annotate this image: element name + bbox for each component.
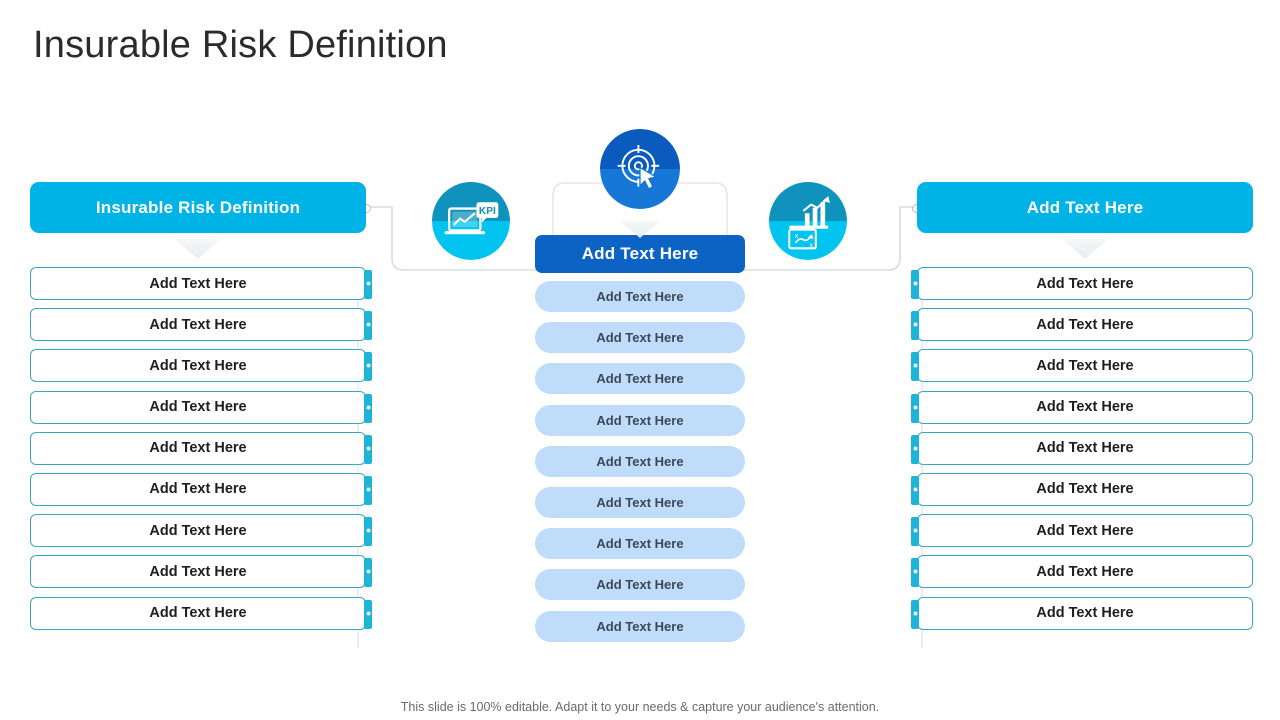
page-title: Insurable Risk Definition	[33, 24, 448, 66]
list-item-label: Add Text Here	[149, 316, 247, 333]
list-item-label: Add Text Here	[596, 289, 684, 304]
kpi-laptop-icon: KPI	[432, 182, 510, 260]
svg-text:x: x	[810, 243, 814, 250]
list-item-label: Add Text Here	[149, 481, 247, 498]
growth-strategy-icon: x x	[769, 182, 847, 260]
list-item[interactable]: Add Text Here	[911, 349, 1253, 383]
list-item-label: Add Text Here	[149, 563, 247, 580]
list-item[interactable]: Add Text Here	[535, 569, 745, 601]
list-item-label: Add Text Here	[149, 440, 247, 457]
list-item[interactable]: Add Text Here	[911, 308, 1253, 342]
list-item-label: Add Text Here	[1036, 522, 1134, 539]
item-connector-dot	[912, 281, 918, 286]
center-column-header[interactable]: Add Text Here	[535, 235, 745, 273]
list-item[interactable]: Add Text Here	[535, 486, 745, 518]
item-connector-dot	[912, 486, 918, 492]
list-item-label: Add Text Here	[149, 605, 247, 621]
list-item-label: Add Text Here	[1036, 316, 1134, 333]
item-connector-dot	[365, 404, 371, 410]
list-item-label: Add Text Here	[596, 453, 684, 469]
item-connector-dot	[365, 363, 371, 369]
list-item[interactable]: Add Text Here	[30, 472, 372, 506]
list-item[interactable]: Add Text Here	[911, 472, 1253, 506]
item-connector-dot	[912, 445, 918, 451]
list-item-label: Add Text Here	[149, 275, 247, 292]
center-chevron-down-icon	[620, 221, 660, 238]
footer-note: This slide is 100% editable. Adapt it to…	[400, 700, 880, 714]
list-item[interactable]: Add Text Here	[535, 322, 745, 354]
list-item[interactable]: Add Text Here	[911, 390, 1253, 424]
item-connector-dot	[365, 486, 371, 492]
right-chevron-down-icon	[1062, 239, 1108, 259]
target-cursor-icon	[600, 129, 680, 209]
item-connector-dot	[365, 569, 371, 575]
item-connector-dot	[912, 363, 918, 369]
svg-text:x: x	[795, 233, 799, 240]
list-item-label: Add Text Here	[596, 536, 684, 552]
list-item[interactable]: Add Text Here	[535, 610, 745, 642]
item-connector-dot	[912, 528, 918, 534]
list-item-label: Add Text Here	[1036, 440, 1134, 457]
list-item-label: Add Text Here	[1036, 563, 1134, 580]
list-item[interactable]: Add Text Here	[30, 514, 372, 548]
item-connector-dot	[912, 569, 918, 575]
list-item[interactable]: Add Text Here	[30, 596, 372, 630]
list-item[interactable]: Add Text Here	[535, 404, 745, 436]
item-connector-dot	[365, 610, 371, 616]
item-connector-dot	[912, 610, 918, 616]
center-chevron-wrap	[620, 218, 660, 238]
right-column-header[interactable]: Add Text Here	[917, 182, 1253, 233]
list-item[interactable]: Add Text Here	[911, 431, 1253, 465]
list-item[interactable]: Add Text Here	[911, 596, 1253, 630]
list-item-label: Add Text Here	[1036, 399, 1134, 416]
list-item-label: Add Text Here	[1036, 481, 1134, 498]
item-connector-dot	[365, 281, 371, 286]
item-connector-dot	[365, 322, 371, 328]
svg-text:KPI: KPI	[479, 206, 496, 217]
list-item-label: Add Text Here	[149, 357, 247, 374]
list-item[interactable]: Add Text Here	[30, 349, 372, 383]
list-item[interactable]: Add Text Here	[535, 363, 745, 395]
list-item-label: Add Text Here	[1036, 605, 1134, 621]
list-item[interactable]: Add Text Here	[535, 281, 745, 312]
left-chevron-down-icon	[175, 239, 221, 259]
list-item[interactable]: Add Text Here	[535, 528, 745, 560]
list-item[interactable]: Add Text Here	[911, 267, 1253, 300]
item-connector-dot	[912, 322, 918, 328]
list-item-label: Add Text Here	[596, 577, 684, 593]
list-item[interactable]: Add Text Here	[535, 445, 745, 477]
list-item[interactable]: Add Text Here	[30, 555, 372, 589]
list-item-label: Add Text Here	[596, 330, 684, 346]
list-item[interactable]: Add Text Here	[30, 431, 372, 465]
left-column-header[interactable]: Insurable Risk Definition	[30, 182, 366, 233]
list-item-label: Add Text Here	[1036, 275, 1134, 292]
item-connector-dot	[365, 528, 371, 534]
list-item-label: Add Text Here	[149, 522, 247, 539]
list-item[interactable]: Add Text Here	[911, 514, 1253, 548]
list-item-label: Add Text Here	[596, 618, 684, 634]
list-item-label: Add Text Here	[149, 399, 247, 416]
list-item-label: Add Text Here	[1036, 357, 1134, 374]
list-item[interactable]: Add Text Here	[30, 390, 372, 424]
item-connector-dot	[365, 445, 371, 451]
item-connector-dot	[912, 404, 918, 410]
list-item[interactable]: Add Text Here	[30, 308, 372, 342]
list-item-label: Add Text Here	[596, 371, 684, 387]
list-item[interactable]: Add Text Here	[911, 555, 1253, 589]
list-item-label: Add Text Here	[596, 412, 684, 428]
list-item-label: Add Text Here	[596, 494, 684, 510]
list-item[interactable]: Add Text Here	[30, 267, 372, 300]
